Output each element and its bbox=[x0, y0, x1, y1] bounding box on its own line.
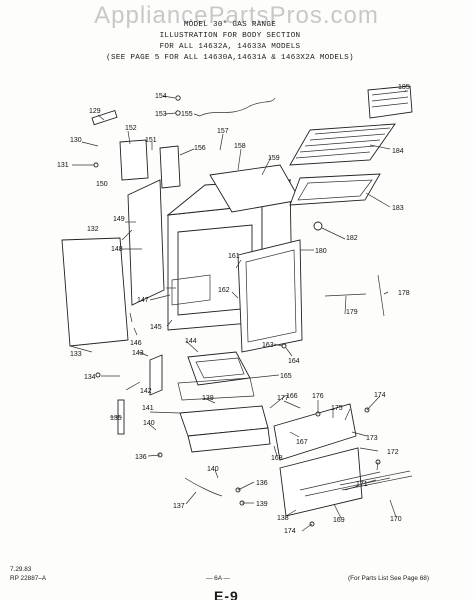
header-line-2: ILLUSTRATION FOR BODY SECTION bbox=[159, 32, 301, 40]
callout-169: 169 bbox=[333, 517, 345, 524]
callout-142: 142 bbox=[140, 388, 152, 395]
callout-164: 164 bbox=[288, 358, 300, 365]
callout-150: 150 bbox=[96, 181, 108, 188]
header-line-4: (SEE PAGE 5 FOR ALL 14630A,14631A & 1463… bbox=[106, 54, 354, 62]
callout-149: 149 bbox=[113, 216, 125, 223]
callout-134: 134 bbox=[84, 374, 96, 381]
callout-136: 136 bbox=[135, 454, 147, 461]
callout-137: 137 bbox=[173, 503, 185, 510]
callout-146: 146 bbox=[130, 340, 142, 347]
callout-167: 167 bbox=[296, 439, 308, 446]
callout-129: 129 bbox=[89, 108, 101, 115]
footer-parts-list-note: (For Parts List See Page 68) bbox=[348, 575, 429, 582]
callout-175: 175 bbox=[331, 405, 343, 412]
callout-178: 178 bbox=[398, 290, 410, 297]
callout-132: 132 bbox=[87, 226, 99, 233]
callout-180: 180 bbox=[315, 248, 327, 255]
callout-labels: 154 153 155 129 130 131 152 151 156 157 … bbox=[57, 84, 410, 535]
watermark: AppliancePartsPros.com bbox=[94, 2, 379, 29]
callout-133: 133 bbox=[70, 351, 82, 358]
callout-170: 170 bbox=[390, 516, 402, 523]
callout-154: 154 bbox=[155, 93, 167, 100]
callout-176: 176 bbox=[312, 393, 324, 400]
callout-135: 135 bbox=[110, 415, 122, 422]
callout-145: 145 bbox=[150, 324, 162, 331]
callout-148: 148 bbox=[111, 246, 123, 253]
callout-165: 165 bbox=[280, 373, 292, 380]
callout-155: 155 bbox=[181, 111, 193, 118]
callout-174: 174 bbox=[374, 392, 386, 399]
header-line-3: FOR ALL 14632A, 14633A MODELS bbox=[159, 43, 301, 51]
callout-184: 184 bbox=[392, 148, 404, 155]
callout-152: 152 bbox=[125, 125, 137, 132]
callout-153: 153 bbox=[155, 111, 167, 118]
callout-182: 182 bbox=[346, 235, 358, 242]
footer-page-ref: — 6A — bbox=[206, 575, 230, 582]
callout-156: 156 bbox=[194, 145, 206, 152]
page-code: E-9 bbox=[214, 588, 239, 600]
footer-rp-number: RP 22887–A bbox=[10, 575, 47, 582]
callout-138: 138 bbox=[277, 515, 289, 522]
callout-159: 159 bbox=[268, 155, 280, 162]
callout-144: 144 bbox=[185, 338, 197, 345]
callout-168: 168 bbox=[271, 455, 283, 462]
callout-161: 161 bbox=[228, 253, 240, 260]
callout-166: 166 bbox=[286, 393, 298, 400]
line-art bbox=[61, 85, 413, 527]
callout-172: 172 bbox=[387, 449, 399, 456]
callout-139: 139 bbox=[202, 395, 214, 402]
callout-163: 163 bbox=[262, 342, 274, 349]
leader-lines bbox=[69, 89, 407, 532]
callout-171: 171 bbox=[356, 481, 368, 488]
callout-174b: 174 bbox=[284, 528, 296, 535]
callout-173: 173 bbox=[366, 435, 378, 442]
callout-143: 143 bbox=[132, 350, 144, 357]
footer-date: 7.29.83 bbox=[10, 566, 32, 573]
callout-136b: 136 bbox=[256, 480, 268, 487]
callout-131: 131 bbox=[57, 162, 69, 169]
callout-185: 185 bbox=[398, 84, 410, 91]
callout-183: 183 bbox=[392, 205, 404, 212]
callout-139b: 139 bbox=[256, 501, 268, 508]
callout-140b: 140 bbox=[207, 466, 219, 473]
callout-147: 147 bbox=[137, 297, 149, 304]
callout-140: 140 bbox=[143, 420, 155, 427]
callout-179: 179 bbox=[346, 309, 358, 316]
callout-130: 130 bbox=[70, 137, 82, 144]
callout-151: 151 bbox=[145, 137, 157, 144]
header-line-1: MODEL 30" GAS RANGE bbox=[183, 21, 277, 29]
callout-141: 141 bbox=[142, 405, 154, 412]
callout-162: 162 bbox=[218, 287, 230, 294]
callout-177: 177 bbox=[277, 395, 289, 402]
callout-158: 158 bbox=[234, 143, 246, 150]
callout-157: 157 bbox=[217, 128, 229, 135]
